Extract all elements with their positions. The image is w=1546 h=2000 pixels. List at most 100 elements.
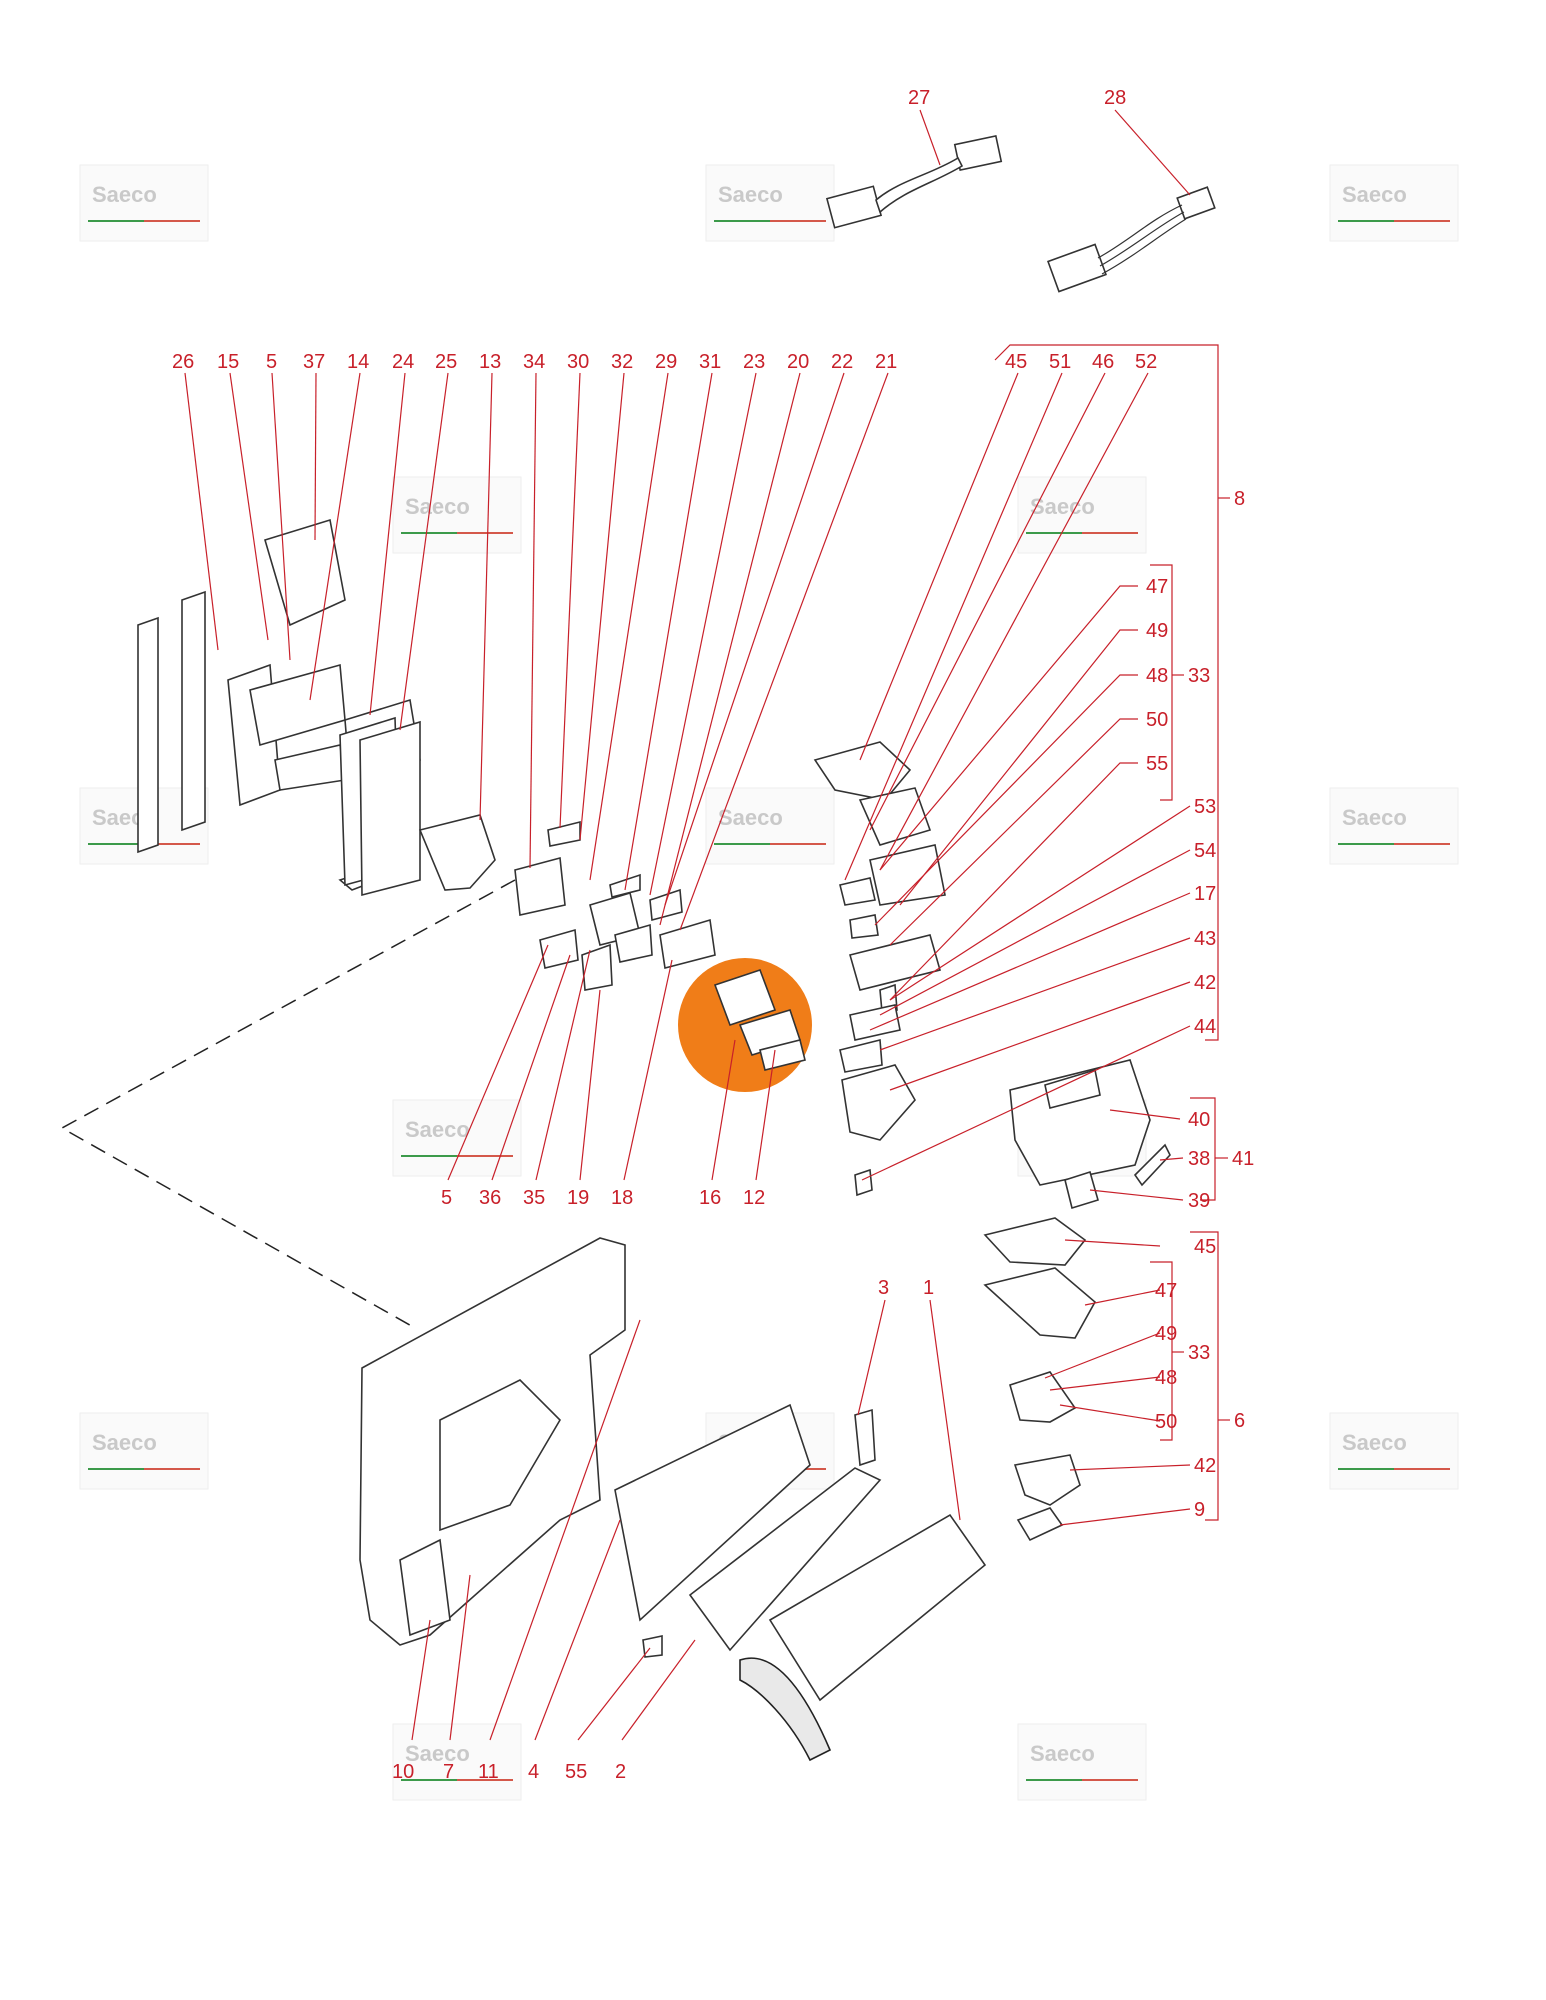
callout-2: 2 (615, 1761, 626, 1783)
callout-25: 25 (435, 351, 457, 373)
cable-27 (825, 134, 1003, 229)
callout-29: 29 (655, 351, 677, 373)
right-bottom-subassembly (983, 1217, 1097, 1542)
watermark-text: Saeco (405, 494, 470, 519)
drip-tray-group (614, 1403, 987, 1762)
callout-28: 28 (1104, 87, 1126, 109)
callout-26: 26 (172, 351, 194, 373)
callout-33b: 33 (1188, 1342, 1210, 1364)
saeco-watermark: Saeco (1329, 787, 1459, 865)
watermark-text: Saeco (1342, 182, 1407, 207)
callout-5: 5 (266, 351, 277, 373)
callout-16: 16 (699, 1187, 721, 1209)
watermark-text: Saeco (1030, 1741, 1095, 1766)
callout-11: 11 (478, 1761, 499, 1783)
callout-labels: 27 28 26 15 5 37 14 24 25 13 34 30 32 29… (172, 87, 1254, 1783)
callout-48b: 48 (1155, 1367, 1177, 1389)
callout-36: 36 (479, 1187, 501, 1209)
watermark-text: Saeco (92, 182, 157, 207)
callout-46: 46 (1092, 351, 1114, 373)
callout-55b: 55 (565, 1761, 587, 1783)
saeco-watermark: Saeco (1329, 164, 1459, 242)
callout-6: 6 (1234, 1410, 1245, 1432)
bracket-13 (418, 814, 496, 891)
saeco-watermark: Saeco (1017, 1723, 1147, 1801)
callout-37: 37 (303, 351, 325, 373)
callout-41: 41 (1232, 1148, 1254, 1170)
saeco-watermark: Saeco (392, 1099, 522, 1177)
callout-50: 50 (1146, 709, 1168, 731)
watermark-text: Saeco (718, 182, 783, 207)
callout-19: 19 (567, 1187, 589, 1209)
callout-14: 14 (347, 351, 369, 373)
callout-8: 8 (1234, 488, 1245, 510)
callout-54: 54 (1194, 840, 1216, 862)
callout-13: 13 (479, 351, 501, 373)
callout-32: 32 (611, 351, 633, 373)
callout-18: 18 (611, 1187, 633, 1209)
callout-24: 24 (392, 351, 414, 373)
callout-49b: 49 (1155, 1323, 1177, 1345)
main-housing (359, 1237, 626, 1646)
watermark-text: Saeco (718, 805, 783, 830)
saeco-watermark: Saeco (1017, 476, 1147, 554)
cable-28 (1047, 186, 1216, 293)
callout-39: 39 (1188, 1190, 1210, 1212)
explode-path (60, 879, 516, 1329)
callout-20: 20 (787, 351, 809, 373)
callout-23: 23 (743, 351, 765, 373)
callout-42: 42 (1194, 972, 1216, 994)
callout-42b: 42 (1194, 1455, 1216, 1477)
watermark-text: Saeco (405, 1741, 470, 1766)
callout-45b: 45 (1194, 1236, 1216, 1258)
callout-15: 15 (217, 351, 239, 373)
callout-55: 55 (1146, 753, 1168, 775)
callout-10: 10 (392, 1761, 414, 1783)
callout-17: 17 (1194, 883, 1216, 905)
callout-4: 4 (528, 1761, 539, 1783)
saeco-watermark: Saeco (705, 164, 835, 242)
saeco-watermark: Saeco (392, 476, 522, 554)
saeco-watermark: Saeco (79, 1412, 209, 1490)
callout-3: 3 (878, 1277, 889, 1299)
callout-50b: 50 (1155, 1411, 1177, 1433)
saeco-watermark: Saeco (1329, 1412, 1459, 1490)
callout-51: 51 (1049, 351, 1071, 373)
callout-47b: 47 (1155, 1280, 1177, 1302)
callout-30: 30 (567, 351, 589, 373)
callout-7: 7 (443, 1761, 454, 1783)
callout-40: 40 (1188, 1109, 1210, 1131)
leader-lines (184, 109, 1230, 1741)
cover-assembly-41 (1009, 1059, 1171, 1210)
highlighted-dispenser-16 (678, 958, 812, 1092)
callout-5b: 5 (441, 1187, 452, 1209)
callout-43: 43 (1194, 928, 1216, 950)
watermark-text: Saeco (92, 1430, 157, 1455)
watermark-text: Saeco (1342, 805, 1407, 830)
saeco-watermark: Saeco (79, 164, 209, 242)
callout-34: 34 (523, 351, 545, 373)
panel-24-25 (339, 716, 421, 897)
callout-38: 38 (1188, 1148, 1210, 1170)
callout-22: 22 (831, 351, 853, 373)
callout-27: 27 (908, 87, 930, 109)
watermark-text: Saeco (1030, 494, 1095, 519)
callout-48: 48 (1146, 665, 1168, 687)
callout-35: 35 (523, 1187, 545, 1209)
callout-9: 9 (1194, 1499, 1205, 1521)
callout-12: 12 (743, 1187, 765, 1209)
right-top-subassembly (813, 741, 946, 1197)
callout-49: 49 (1146, 620, 1168, 642)
watermark-text: Saeco (1342, 1430, 1407, 1455)
callout-33: 33 (1188, 665, 1210, 687)
watermark-text: Saeco (405, 1117, 470, 1142)
callout-31: 31 (699, 351, 721, 373)
callout-52: 52 (1135, 351, 1157, 373)
callout-45: 45 (1005, 351, 1027, 373)
middle-gear-assembly (514, 820, 716, 991)
callout-44: 44 (1194, 1016, 1216, 1038)
callout-53: 53 (1194, 796, 1216, 818)
callout-47: 47 (1146, 576, 1168, 598)
callout-1: 1 (923, 1277, 934, 1299)
